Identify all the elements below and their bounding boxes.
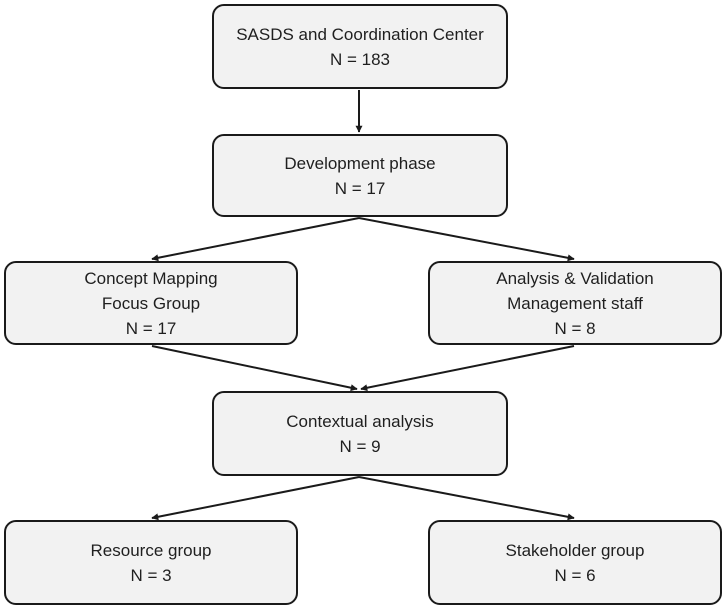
arrow-development-to-analysis xyxy=(358,217,575,262)
node-subtitle: Focus Group xyxy=(101,293,201,313)
node-title: Stakeholder group xyxy=(505,540,645,560)
node-title: Resource group xyxy=(90,540,212,560)
node-title: Concept Mapping xyxy=(84,268,218,288)
node-count: N = 17 xyxy=(125,318,177,338)
node-count: N = 6 xyxy=(554,565,596,585)
node-analysis-validation: Analysis & Validation Management staff N… xyxy=(428,261,722,345)
node-title: Contextual analysis xyxy=(286,411,434,431)
node-title: Development phase xyxy=(284,153,436,173)
node-count: N = 183 xyxy=(329,49,390,69)
node-count: N = 17 xyxy=(334,178,386,198)
node-title: SASDS and Coordination Center xyxy=(236,24,484,44)
node-count: N = 9 xyxy=(339,436,381,456)
arrow-analysis-to-contextual xyxy=(360,345,575,392)
node-development-phase: Development phase N = 17 xyxy=(212,134,508,217)
node-concept-mapping: Concept Mapping Focus Group N = 17 xyxy=(4,261,298,345)
node-subtitle: Management staff xyxy=(507,293,643,313)
node-resource-group: Resource group N = 3 xyxy=(4,520,298,605)
arrow-contextual-to-resource xyxy=(151,476,360,521)
arrow-development-to-concept xyxy=(151,217,360,262)
arrow-concept-to-contextual xyxy=(151,345,358,392)
node-title: Analysis & Validation xyxy=(496,268,654,288)
node-sasds-coordination-center: SASDS and Coordination Center N = 183 xyxy=(212,4,508,89)
node-count: N = 8 xyxy=(554,318,596,338)
node-count: N = 3 xyxy=(130,565,172,585)
arrow-contextual-to-stakeholder xyxy=(358,476,575,521)
node-contextual-analysis: Contextual analysis N = 9 xyxy=(212,391,508,476)
node-stakeholder-group: Stakeholder group N = 6 xyxy=(428,520,722,605)
